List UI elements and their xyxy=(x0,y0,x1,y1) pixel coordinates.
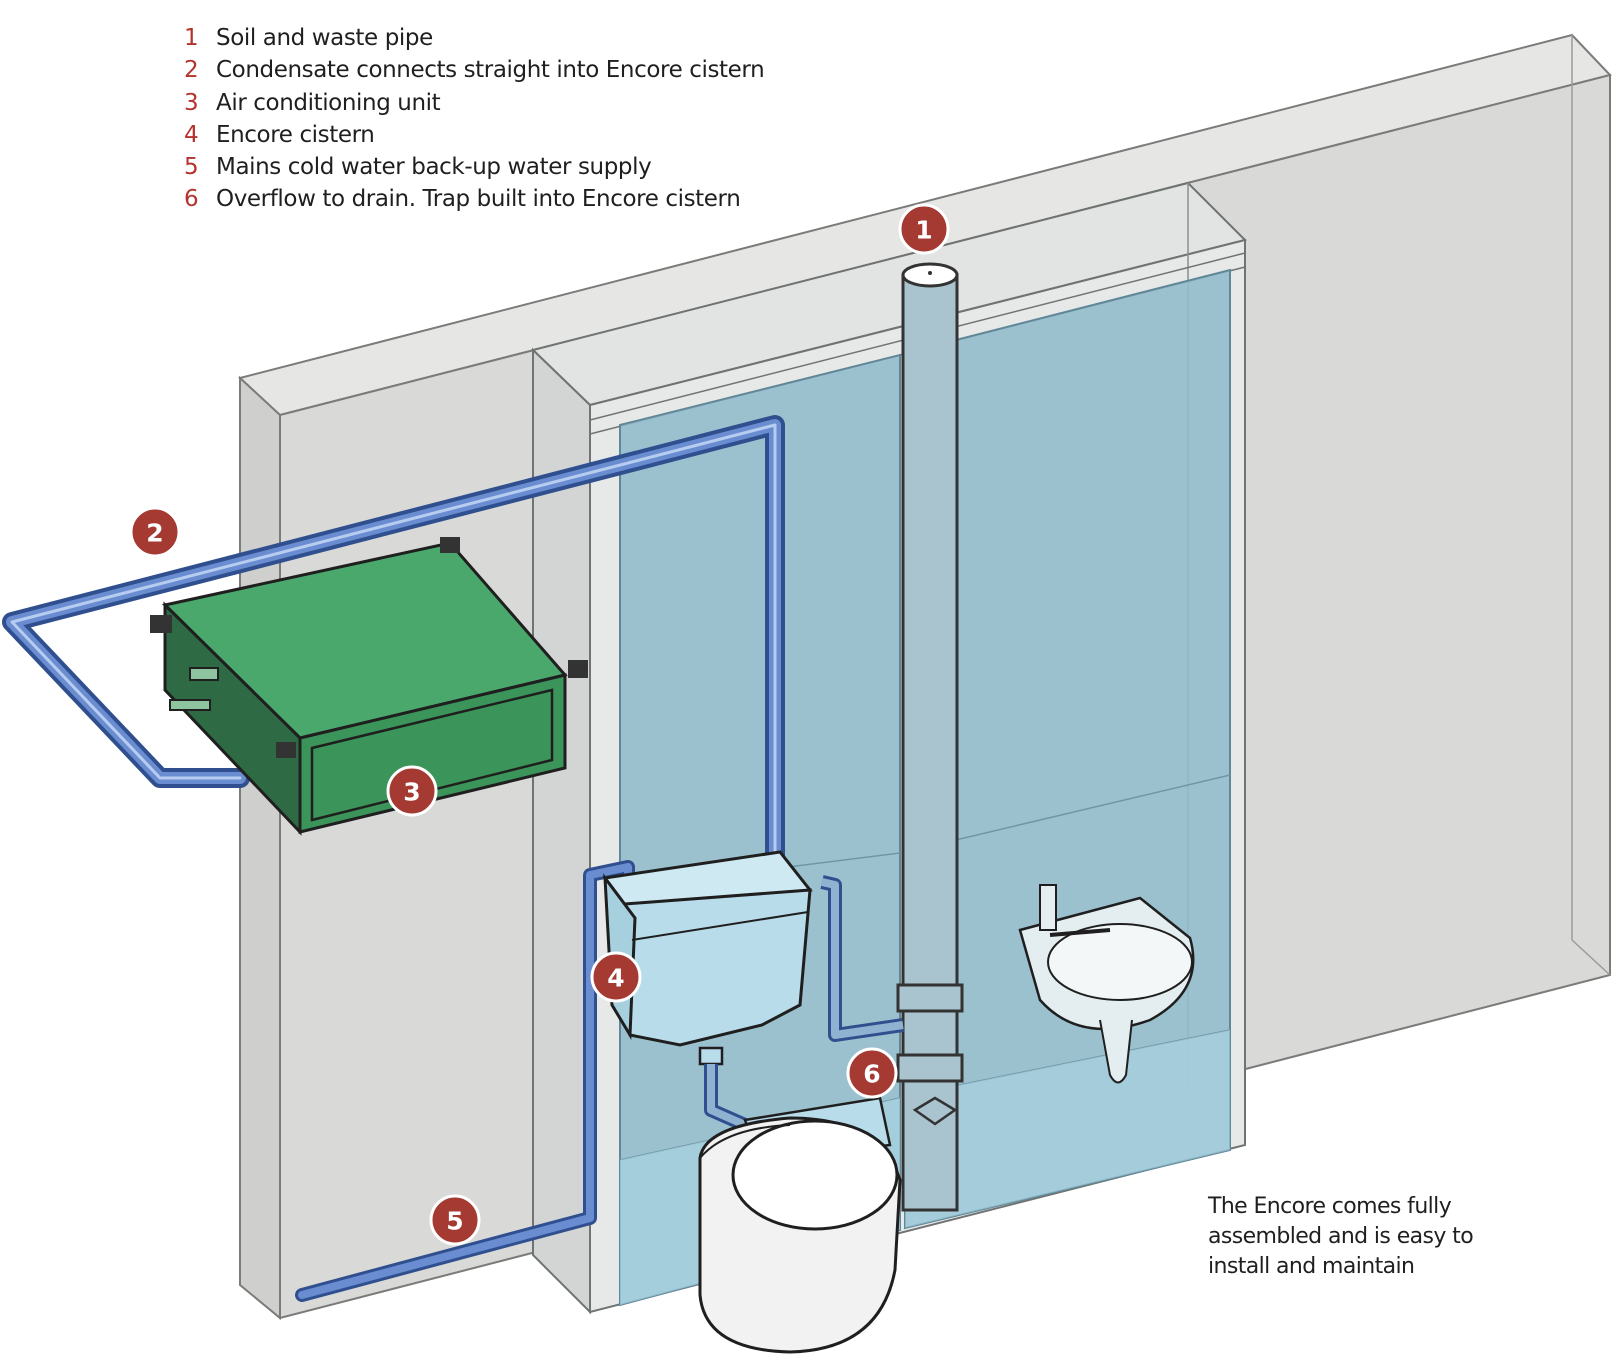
legend-number: 2 xyxy=(184,57,199,84)
svg-text:3: 3 xyxy=(403,778,420,807)
caption: The Encore comes fully assembled and is … xyxy=(1208,1192,1538,1282)
legend-number: 6 xyxy=(184,186,199,213)
callout-6: 6 xyxy=(846,1047,898,1099)
legend-number: 5 xyxy=(184,154,199,181)
svg-text:2: 2 xyxy=(146,519,163,548)
caption-line: assembled and is easy to xyxy=(1208,1224,1474,1249)
callout-2: 2 xyxy=(129,506,181,558)
svg-text:4: 4 xyxy=(607,964,624,993)
callout-5: 5 xyxy=(429,1194,481,1246)
svg-text:1: 1 xyxy=(915,216,932,245)
condensate-pipe xyxy=(2,415,785,870)
legend: 1 Soil and waste pipe 2 Condensate conne… xyxy=(184,22,765,216)
legend-label: Encore cistern xyxy=(216,121,375,148)
legend-item: 3 Air conditioning unit xyxy=(184,87,764,119)
legend-item: 6 Overflow to drain. Trap built into Enc… xyxy=(184,183,764,215)
wash-basin xyxy=(1018,884,1195,1084)
legend-item: 2 Condensate connects straight into Enco… xyxy=(184,54,765,86)
legend-item: 4 Encore cistern xyxy=(184,119,764,151)
caption-line: install and maintain xyxy=(1208,1254,1415,1279)
legend-item: 1 Soil and waste pipe xyxy=(184,22,764,54)
legend-number: 3 xyxy=(184,89,199,116)
legend-label: Overflow to drain. Trap built into Encor… xyxy=(216,186,741,213)
callout-3: 3 xyxy=(386,765,438,817)
callout-1: 1 xyxy=(898,203,950,255)
legend-item: 5 Mains cold water back-up water supply xyxy=(184,151,764,183)
svg-text:5: 5 xyxy=(446,1207,463,1236)
soil-pipe xyxy=(896,262,964,1212)
legend-label: Air conditioning unit xyxy=(216,89,441,116)
caption-line: The Encore comes fully xyxy=(1208,1194,1452,1219)
svg-text:6: 6 xyxy=(863,1060,880,1089)
legend-number: 4 xyxy=(184,121,199,148)
legend-label: Condensate connects straight into Encore… xyxy=(216,57,765,84)
air-conditioning-unit xyxy=(150,537,588,836)
legend-label: Mains cold water back-up water supply xyxy=(216,154,652,181)
toilet-pan xyxy=(698,1116,902,1354)
legend-number: 1 xyxy=(184,25,199,51)
callout-4: 4 xyxy=(590,951,642,1003)
overflow-pipe xyxy=(820,875,905,1042)
legend-label: Soil and waste pipe xyxy=(216,25,433,51)
